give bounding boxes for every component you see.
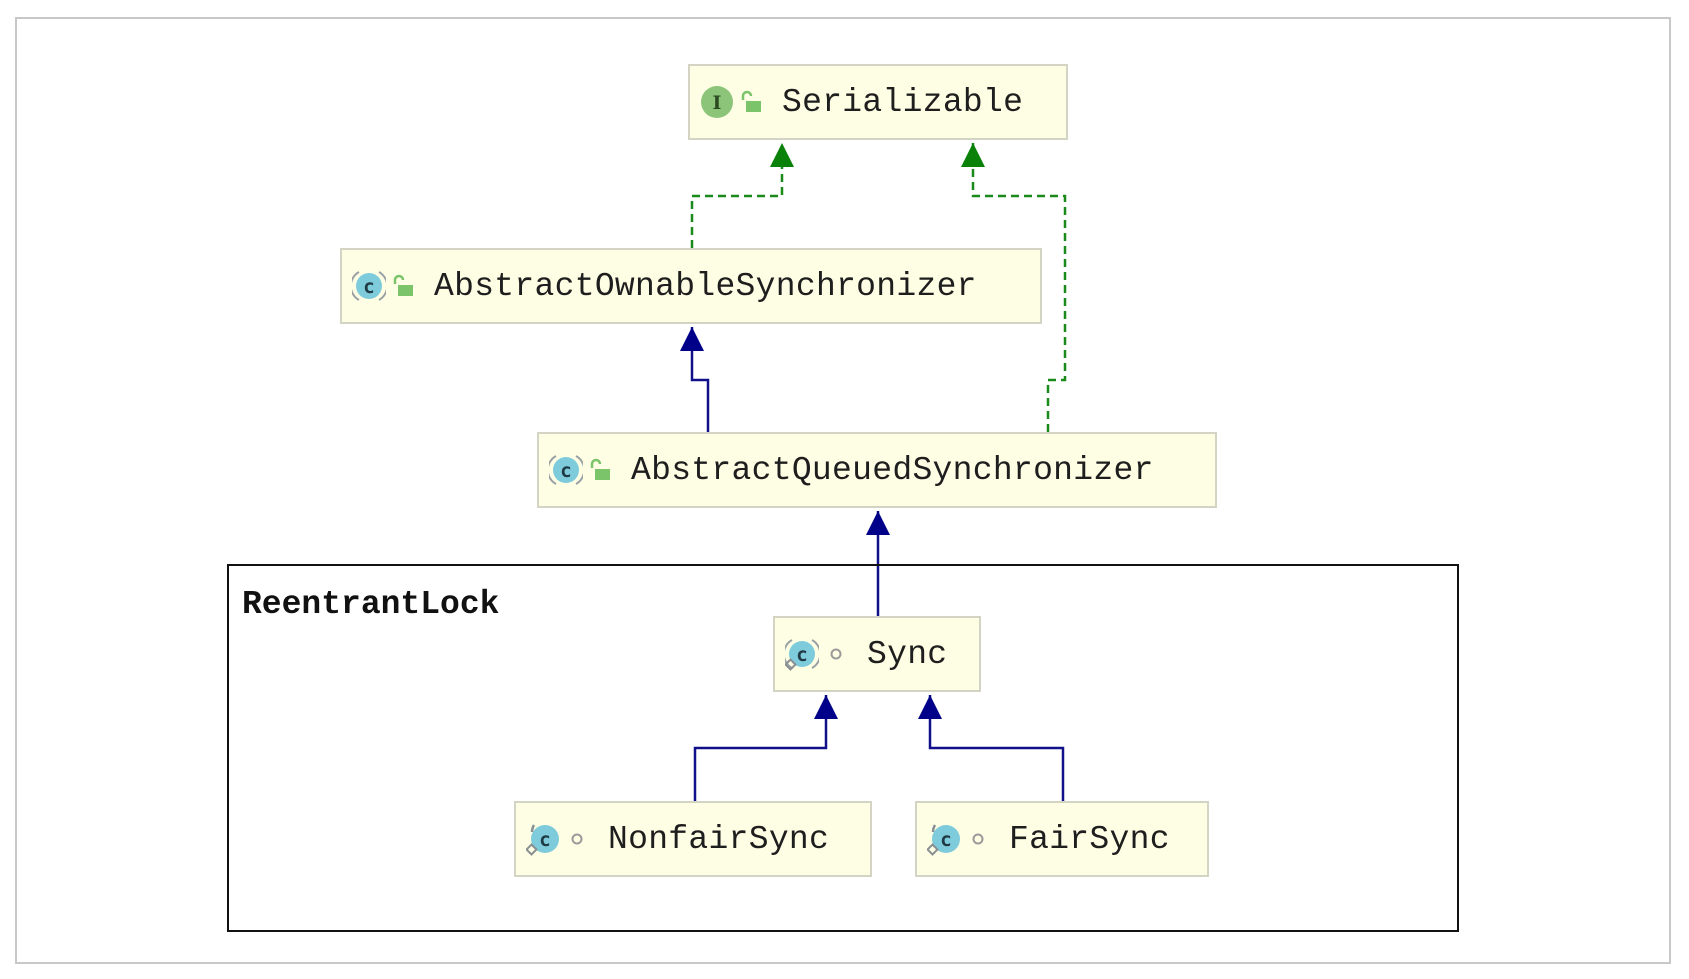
svg-text:c: c <box>940 829 951 851</box>
public-lock-icon <box>587 457 613 483</box>
static-class-icon: c <box>526 822 560 856</box>
node-serializable[interactable]: I Serializable <box>688 64 1068 140</box>
package-private-circle-icon <box>823 641 849 667</box>
svg-text:c: c <box>560 460 571 482</box>
public-lock-icon <box>390 273 416 299</box>
svg-text:c: c <box>796 644 807 666</box>
edge-nonfair-extends-sync <box>693 695 838 801</box>
node-fair-sync[interactable]: c FairSync <box>915 801 1209 877</box>
static-abstract-class-icon: c <box>785 637 819 671</box>
node-label: NonfairSync <box>608 820 830 858</box>
svg-text:I: I <box>713 92 722 114</box>
edge-fair-extends-sync <box>918 695 1065 801</box>
svg-text:c: c <box>363 276 374 298</box>
svg-text:c: c <box>539 829 550 851</box>
group-title: ReentrantLock <box>242 586 500 623</box>
interface-icon: I <box>700 85 734 119</box>
node-label: Serializable <box>782 83 1024 121</box>
abstract-class-icon: c <box>352 269 386 303</box>
package-private-circle-icon <box>965 826 991 852</box>
node-label: AbstractOwnableSynchronizer <box>434 267 977 305</box>
node-abstract-ownable-synchronizer[interactable]: c AbstractOwnableSynchronizer <box>340 248 1042 324</box>
edge-aos-implements-serializable <box>690 143 794 248</box>
node-sync[interactable]: c Sync <box>773 616 981 692</box>
edge-aqs-extends-aos <box>680 327 710 432</box>
node-nonfair-sync[interactable]: c NonfairSync <box>514 801 872 877</box>
node-label: AbstractQueuedSynchronizer <box>631 451 1154 489</box>
node-label: Sync <box>867 635 948 673</box>
public-lock-icon <box>738 89 764 115</box>
node-label: FairSync <box>1009 820 1170 858</box>
node-abstract-queued-synchronizer[interactable]: c AbstractQueuedSynchronizer <box>537 432 1217 508</box>
package-private-circle-icon <box>564 826 590 852</box>
edge-aqs-implements-serializable <box>961 143 1067 432</box>
abstract-class-icon: c <box>549 453 583 487</box>
static-class-icon: c <box>927 822 961 856</box>
group-reentrantlock: ReentrantLock <box>227 564 1459 932</box>
